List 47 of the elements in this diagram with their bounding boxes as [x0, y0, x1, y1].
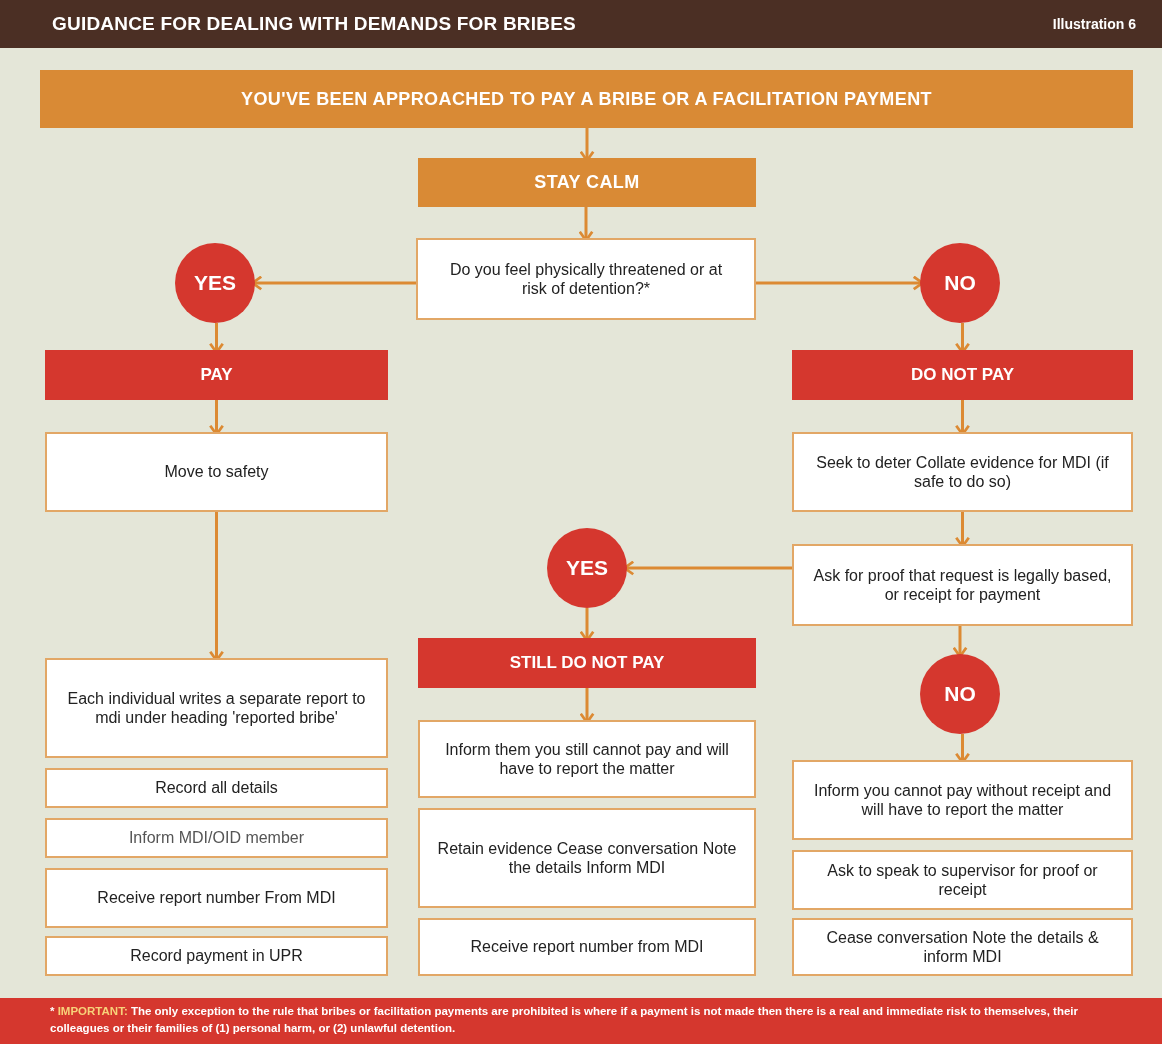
node-text: Inform them you still cannot pay and will have to report the matter [444, 739, 730, 779]
process-box [792, 544, 1133, 626]
node-text: Move to safety [164, 462, 269, 482]
action-bar [45, 350, 388, 400]
process-box [45, 658, 388, 758]
node-text: YOU'VE BEEN APPROACHED TO PAY A BRIBE OR A FACILITATION PAYMENT [241, 88, 932, 110]
step-banner [418, 158, 756, 207]
node-text: STAY CALM [534, 172, 640, 193]
node-text: Do you feel physically threatened or at risk of detention?* [448, 259, 724, 299]
node-text: YES [194, 271, 236, 295]
node-text: Inform you cannot pay without receipt and will have to report the matter [812, 780, 1113, 820]
process-box [45, 432, 388, 512]
process-box [792, 760, 1133, 840]
process-box [45, 818, 388, 858]
node-text: NO [944, 271, 976, 295]
header-title: GUIDANCE FOR DEALING WITH DEMANDS FOR BRIBES [52, 13, 576, 35]
process-box [418, 720, 756, 798]
process-box [792, 918, 1133, 976]
process-box [792, 432, 1133, 512]
process-box [45, 768, 388, 808]
node-text: PAY [200, 365, 233, 385]
node-text: Record all details [155, 778, 278, 798]
process-box [418, 808, 756, 908]
node-text: Receive report number from MDI [470, 937, 704, 957]
node-text: Receive report number From MDI [97, 888, 336, 908]
node-text: NO [944, 682, 976, 706]
node-text: STILL DO NOT PAY [509, 653, 665, 673]
process-box [792, 850, 1133, 910]
illustration-number: Illustration 6 [1052, 16, 1136, 32]
node-text: Ask for proof that request is legally based, or receipt for payment [812, 565, 1113, 605]
process-box [418, 918, 756, 976]
node-text: Retain evidence Cease conversation Note the details Inform MDI [437, 838, 737, 878]
node-text: Record payment in UPR [130, 946, 303, 966]
process-box [416, 238, 756, 320]
step-banner [40, 70, 1133, 128]
action-bar [418, 638, 756, 688]
node-text: Seek to deter Collate evidence for MDI (if safe to do so) [815, 452, 1110, 492]
node-text: Inform MDI/OID member [128, 828, 305, 848]
node-text: Cease conversation Note the details & inform MDI [825, 927, 1100, 967]
process-box [45, 868, 388, 928]
node-text: Ask to speak to supervisor for proof or receipt [826, 860, 1099, 900]
node-text: Each individual writes a separate report to mdi under heading 'reported bribe' [66, 688, 367, 728]
node-text: YES [566, 556, 608, 580]
footnote: *IMPORTANT: The only exception to the rule that bribes or facilitation payments are prohibited is where if a payment is not made then there is a real and immediate risk to themselves, their colleagues or their families of (1) personal harm, or (2) unlawful detention. [0, 998, 1162, 1044]
process-box [45, 936, 388, 976]
action-bar [792, 350, 1133, 400]
node-text: DO NOT PAY [911, 365, 1014, 385]
